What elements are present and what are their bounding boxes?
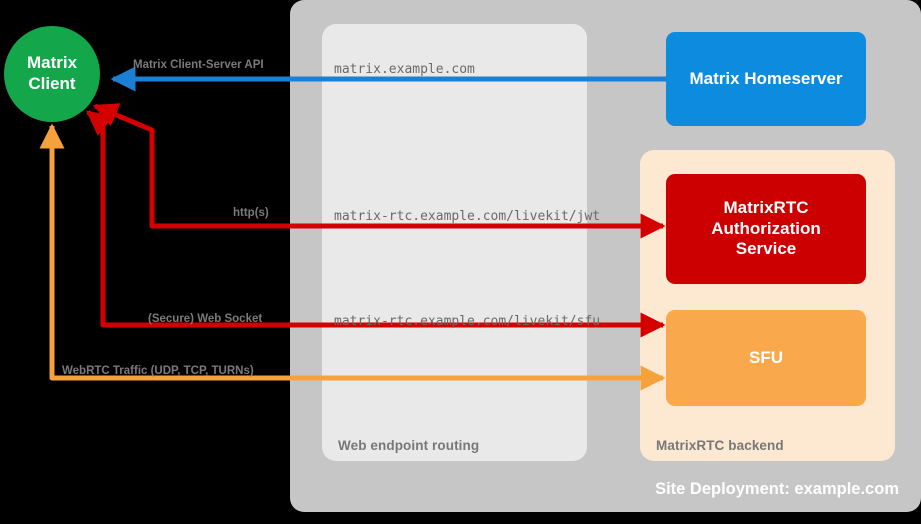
node-sfu-label: SFU <box>749 347 783 367</box>
route-label-livekit-jwt: matrix-rtc.example.com/livekit/jwt <box>334 209 601 224</box>
web-endpoint-routing-label: Web endpoint routing <box>338 438 480 453</box>
node-matrix-homeserver[interactable]: Matrix Homeserver <box>666 32 866 126</box>
node-matrix-client-line2: Client <box>28 74 76 93</box>
matrixrtc-backend-label: MatrixRTC backend <box>656 438 784 453</box>
node-auth-line3: Service <box>735 239 797 259</box>
node-matrix-homeserver-label: Matrix Homeserver <box>689 68 843 88</box>
edge-label-http: http(s) <box>233 207 269 219</box>
route-label-livekit-sfu: matrix-rtc.example.com/livekit/sfu <box>334 314 601 329</box>
site-deployment-label: Site Deployment: example.com <box>655 480 899 498</box>
edge-label-web-socket: (Secure) Web Socket <box>148 313 263 325</box>
node-matrix-client[interactable]: Matrix Client <box>4 26 100 122</box>
node-matrixrtc-authorization-service[interactable]: MatrixRTC Authorization Service <box>666 174 866 284</box>
node-matrix-client-line1: Matrix <box>26 53 78 73</box>
edge-label-client-server-api: Matrix Client-Server API <box>133 59 264 71</box>
node-auth-line2: Authorization <box>711 218 821 238</box>
route-label-matrix-host: matrix.example.com <box>334 62 475 77</box>
node-auth-line1: MatrixRTC <box>723 197 809 217</box>
web-endpoint-routing-panel <box>322 24 587 461</box>
node-sfu[interactable]: SFU <box>666 310 866 406</box>
edge-label-webrtc-traffic: WebRTC Traffic (UDP, TCP, TURNs) <box>62 365 254 377</box>
